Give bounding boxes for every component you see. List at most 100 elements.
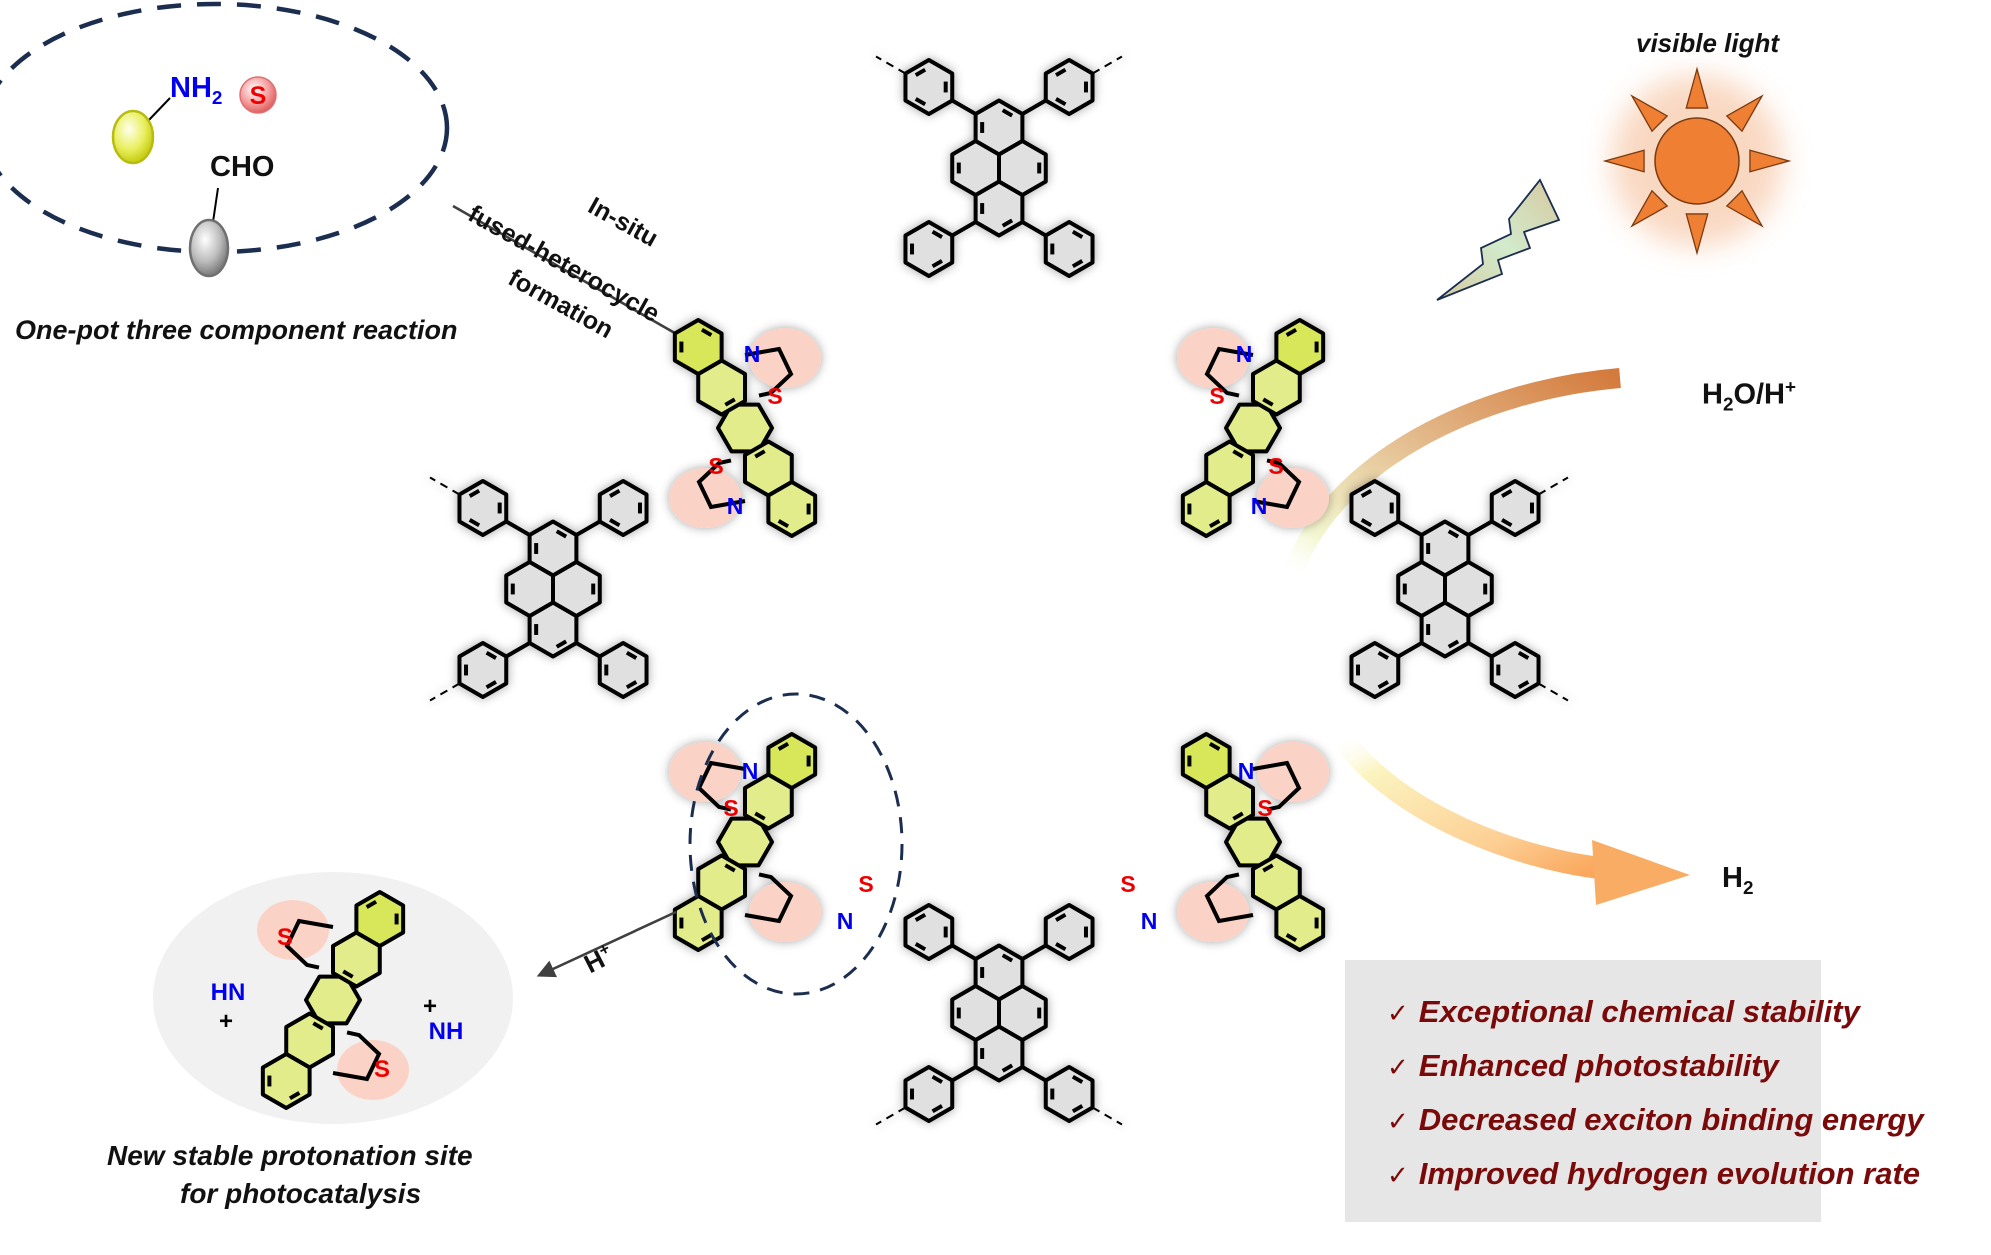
- feature-item: ✓Improved hydrogen evolution rate: [1387, 1156, 1921, 1191]
- single-bond: [1021, 220, 1047, 238]
- thiazole-ring: [1204, 872, 1254, 924]
- pyrene-node: [875, 55, 1123, 278]
- protonation-arrow: [536, 910, 677, 978]
- nitrogen-atom: N: [1236, 341, 1253, 367]
- check-icon: ✓: [1387, 1053, 1409, 1083]
- double-bond: [1377, 680, 1389, 690]
- sulfur-atom: S: [1120, 871, 1135, 897]
- single-bond: [951, 943, 977, 961]
- dangling-bond: [875, 55, 906, 75]
- sulfur-atom: S: [1257, 795, 1272, 821]
- framework-shadow-layer: [429, 55, 1569, 1126]
- pyrene-node: [1349, 476, 1569, 702]
- double-bond: [1285, 933, 1298, 943]
- double-bond: [777, 519, 790, 529]
- double-bond: [931, 1074, 943, 1084]
- double-bond: [914, 942, 927, 952]
- protonation-caption-line1: New stable protonation site: [107, 1140, 473, 1171]
- double-bond: [342, 969, 354, 979]
- double-bond: [1208, 741, 1221, 751]
- sun-ray: [1725, 189, 1764, 228]
- sun-ray: [1685, 213, 1709, 256]
- positive-charge: +: [219, 1008, 233, 1035]
- double-bond: [1001, 108, 1014, 118]
- double-bond: [468, 488, 481, 498]
- fused-thiazole-linker: [1177, 732, 1329, 952]
- pyrene-node: [875, 903, 1123, 1126]
- double-bond: [777, 741, 790, 751]
- double-bond: [1232, 811, 1244, 821]
- sun-ray: [1685, 66, 1709, 109]
- double-bond: [1285, 327, 1298, 337]
- single-bond: [1021, 1065, 1047, 1083]
- pyrene-ring: [997, 139, 1048, 197]
- positive-charge: +: [423, 993, 437, 1020]
- dangling-bond: [429, 682, 460, 702]
- double-bond: [1071, 1104, 1084, 1114]
- single-bond: [1467, 641, 1493, 659]
- double-bond: [914, 97, 927, 107]
- sulfur-atom: S: [277, 924, 293, 951]
- reactants-caption: One-pot three component reaction: [15, 315, 458, 345]
- double-bond: [1262, 863, 1274, 873]
- double-bond: [609, 518, 621, 528]
- fused-thiazole-linker: [669, 732, 821, 952]
- nitrogen-atom: N: [742, 758, 759, 784]
- sulfur-atom: S: [708, 453, 723, 479]
- feature-item: ✓Decreased exciton binding energy: [1387, 1102, 1924, 1137]
- thiazole-ring: [332, 1030, 382, 1082]
- fused-thiazole-linker: [257, 890, 409, 1110]
- sun-ray: [1749, 149, 1792, 173]
- double-bond: [914, 912, 927, 922]
- dangling-bond: [875, 1106, 906, 1126]
- double-bond: [1001, 1063, 1014, 1073]
- dangling-bond: [1538, 476, 1569, 496]
- aldehyde-bond: [212, 187, 219, 223]
- aldehyde-label: CHO: [210, 151, 275, 183]
- features-panel: ✓Exceptional chemical stability ✓Enhance…: [1345, 960, 1924, 1222]
- amine-ball: [111, 109, 155, 165]
- nitrogen-atom: N: [1251, 493, 1268, 519]
- sun-ray: [1725, 94, 1764, 133]
- double-bond: [1001, 218, 1014, 228]
- double-bond: [468, 518, 481, 528]
- check-icon: ✓: [1387, 1161, 1409, 1191]
- double-bond: [700, 933, 713, 943]
- protonated-nitrogen: NH: [429, 1018, 464, 1045]
- double-bond: [1001, 953, 1014, 963]
- feature-item: ✓Exceptional chemical stability: [1387, 994, 1860, 1029]
- water-proton-label: H2O/H+: [1702, 376, 1797, 415]
- nitrogen-atom: N: [1141, 908, 1158, 934]
- double-bond: [1447, 529, 1460, 539]
- double-bond: [1208, 519, 1221, 529]
- double-bond: [1360, 488, 1373, 498]
- double-bond: [1377, 650, 1389, 660]
- amine-bond: [147, 97, 171, 122]
- single-bond: [951, 1065, 977, 1083]
- double-bond: [1517, 650, 1530, 660]
- double-bond: [1071, 229, 1084, 239]
- sulfur-atom: S: [1209, 383, 1224, 409]
- pyrene-ring: [1443, 560, 1494, 618]
- double-bond: [485, 680, 497, 690]
- single-bond: [505, 641, 531, 659]
- thiazole-ring: [744, 346, 794, 398]
- double-bond: [1055, 67, 1067, 77]
- visible-light-label: visible light: [1636, 28, 1780, 58]
- double-bond: [365, 899, 378, 909]
- reaction-arrow: [452, 204, 712, 354]
- reactants-dashed-circle: [0, 1, 450, 255]
- single-bond: [1021, 943, 1047, 961]
- single-bond: [951, 220, 977, 238]
- double-bond: [914, 67, 927, 77]
- thiazole-ring: [744, 872, 794, 924]
- incoming-arc: [1280, 368, 1621, 584]
- single-bond: [1397, 519, 1423, 537]
- double-bond: [1447, 639, 1460, 649]
- outgoing-arrow: [1331, 728, 1690, 905]
- thiazole-ring: [696, 458, 746, 510]
- double-bond: [555, 639, 568, 649]
- nitrogen-atom: N: [1238, 758, 1255, 784]
- check-icon: ✓: [1387, 999, 1409, 1029]
